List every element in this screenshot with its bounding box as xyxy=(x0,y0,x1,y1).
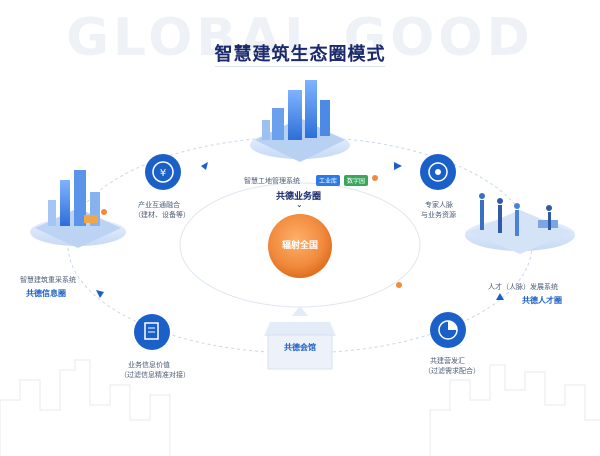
top-badge-2: 数字园 xyxy=(344,175,369,186)
top-badge-1: 工业库 xyxy=(316,175,341,186)
top-system-label: 智慧工地管理系统 xyxy=(244,177,300,185)
right-circle-label: 共德人才圈 xyxy=(522,296,562,305)
orbit-arrows xyxy=(96,162,504,300)
top-city-illustration xyxy=(250,80,350,162)
icon-bottom-right-line1: 共建营发汇 xyxy=(430,357,465,365)
document-icon xyxy=(134,314,170,350)
yuan-icon: ¥ xyxy=(145,154,181,190)
icon-top-left-line1: 产业互通融合 xyxy=(138,201,180,209)
right-people-illustration xyxy=(465,193,575,254)
icon-bottom-right-line2: （过滤需求配合） xyxy=(424,367,480,375)
watermark-text: GLOBAL GOOD xyxy=(66,8,534,68)
chevron-down-icon: ⌄ xyxy=(296,200,303,209)
svg-text:¥: ¥ xyxy=(160,168,166,179)
icon-top-left-line2: （建材、设备等） xyxy=(134,211,190,219)
left-system-label: 智慧建筑重采系统 xyxy=(20,276,76,284)
icon-top-right-line1: 专家人脉 xyxy=(425,201,453,209)
icon-top-right-line2: 与业务资源 xyxy=(421,211,456,219)
left-city-illustration xyxy=(30,170,126,248)
icon-bottom-left-line1: 业务信息价值 xyxy=(128,361,170,369)
skyline-background xyxy=(0,359,600,456)
right-system-label: 人才（人脉）发展系统 xyxy=(488,283,558,291)
title-underline xyxy=(215,66,385,67)
swirl-icon xyxy=(420,154,456,190)
bottom-circle-label: 共德会馆 xyxy=(284,343,316,352)
page-title: 智慧建筑生态圈模式 xyxy=(214,44,386,65)
top-circle-label: 共德业务圈 xyxy=(276,192,322,202)
left-circle-label: 共德信息圈 xyxy=(26,289,66,298)
center-label: 辐射全国 xyxy=(281,241,318,251)
icon-bottom-left-line2: （过滤信息精准对接） xyxy=(120,371,190,379)
bottom-pavilion xyxy=(264,306,336,370)
orbit-dots xyxy=(101,175,402,288)
center-orb xyxy=(268,214,332,278)
pie-chart-icon xyxy=(430,312,466,348)
